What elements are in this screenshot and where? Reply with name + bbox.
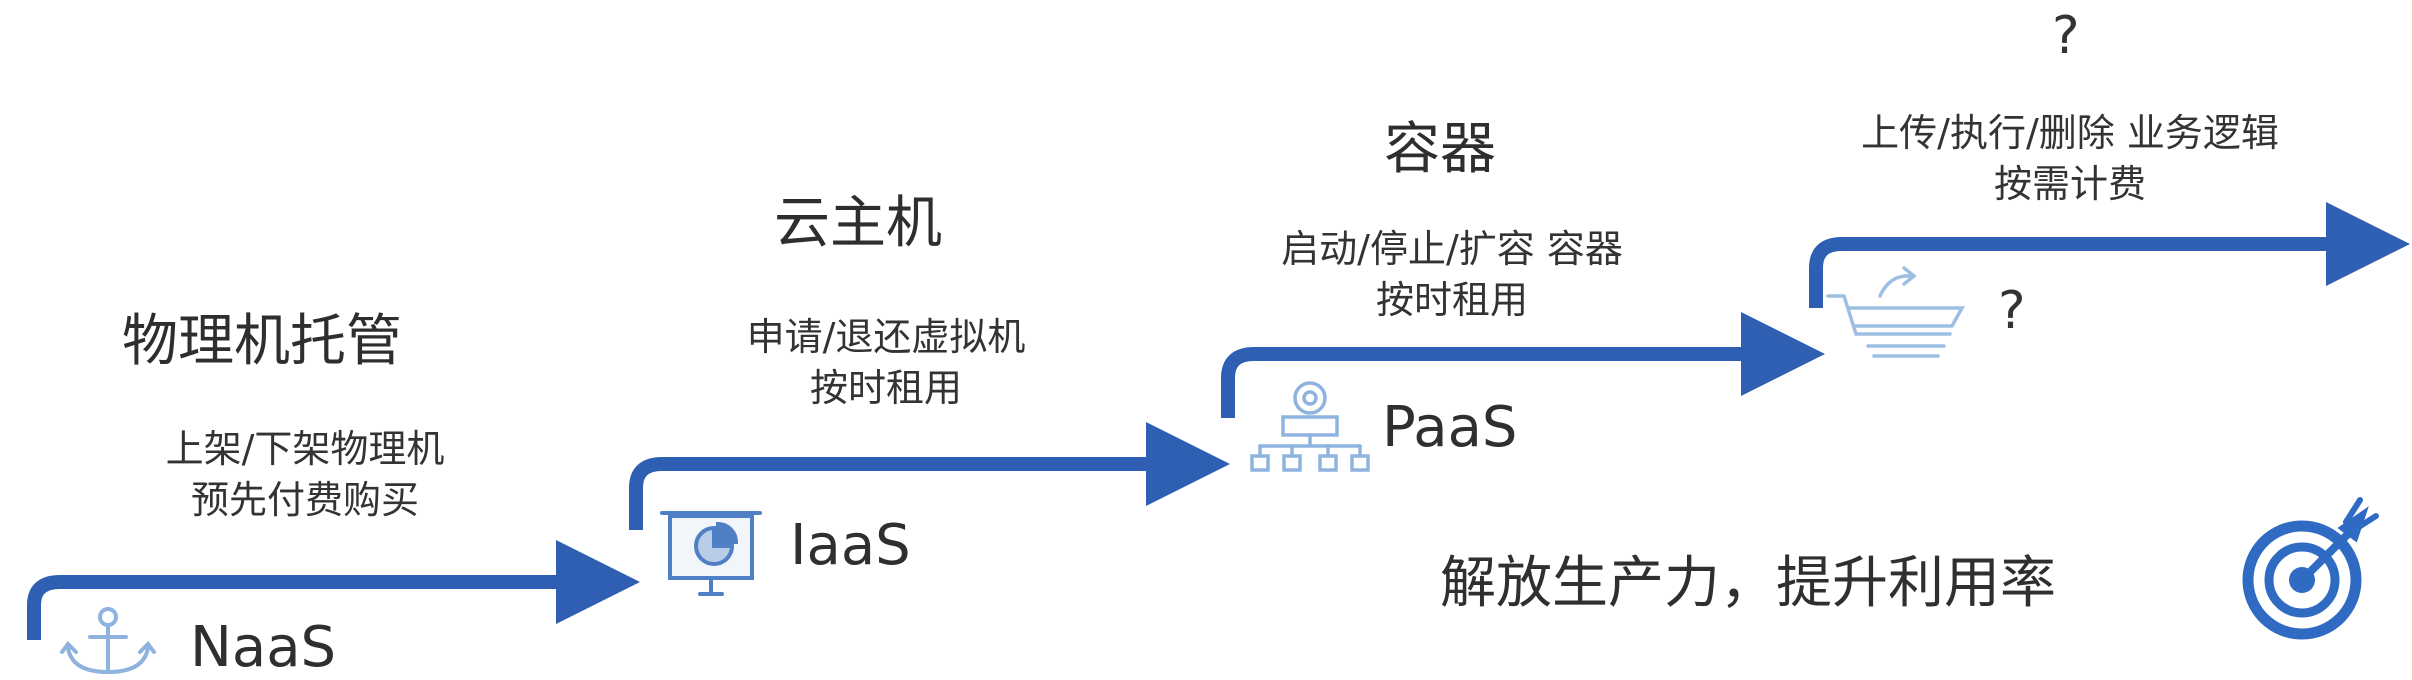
stage-paas-description: 启动/停止/扩容 容器 按时租用	[1281, 224, 1623, 327]
stage-paas-title: 容器	[1384, 117, 1496, 182]
stage-naas-desc-line1: 上架/下架物理机	[165, 427, 445, 471]
step-arrow-iaas	[629, 422, 1230, 530]
stage-faas-desc-line2: 按需计费	[1993, 162, 2146, 207]
stage-faas-desc-line1: 上传/执行/删除 业务逻辑	[1861, 111, 2279, 155]
stage-naas-label: NaaS	[190, 615, 337, 680]
target-icon	[2242, 497, 2379, 640]
stage-naas-description: 上架/下架物理机 预先付费购买	[166, 424, 445, 527]
stage-naas-desc-line2: 预先付费购买	[190, 478, 419, 523]
stage-faas-description: 上传/执行/删除 业务逻辑 按需计费	[1861, 108, 2279, 211]
stage-iaas-desc-line2: 按时租用	[809, 366, 962, 411]
stage-faas-title: ?	[2052, 6, 2080, 66]
anchor-icon	[60, 607, 156, 675]
stage-iaas-label: IaaS	[790, 513, 911, 578]
stage-faas-label: ?	[1998, 281, 2026, 341]
cart-icon	[1826, 266, 1965, 358]
stage-iaas-description: 申请/退还虚拟机 按时租用	[747, 312, 1026, 415]
stage-paas-label: PaaS	[1382, 395, 1518, 460]
stage-naas-title: 物理机托管	[122, 309, 402, 374]
stage-iaas-title: 云主机	[774, 191, 942, 256]
slogan-text: 解放生产力，提升利用率	[1440, 551, 2056, 616]
stage-paas-desc-line1: 启动/停止/扩容 容器	[1281, 227, 1623, 271]
presentation-chart-icon	[660, 511, 762, 596]
step-arrow-faas	[1809, 202, 2410, 308]
step-arrow-paas	[1221, 312, 1825, 418]
step-arrow-naas	[27, 540, 640, 640]
network-hierarchy-icon	[1250, 381, 1370, 472]
stage-paas-desc-line2: 按时租用	[1375, 278, 1528, 323]
stage-iaas-desc-line1: 申请/退还虚拟机	[746, 315, 1026, 359]
